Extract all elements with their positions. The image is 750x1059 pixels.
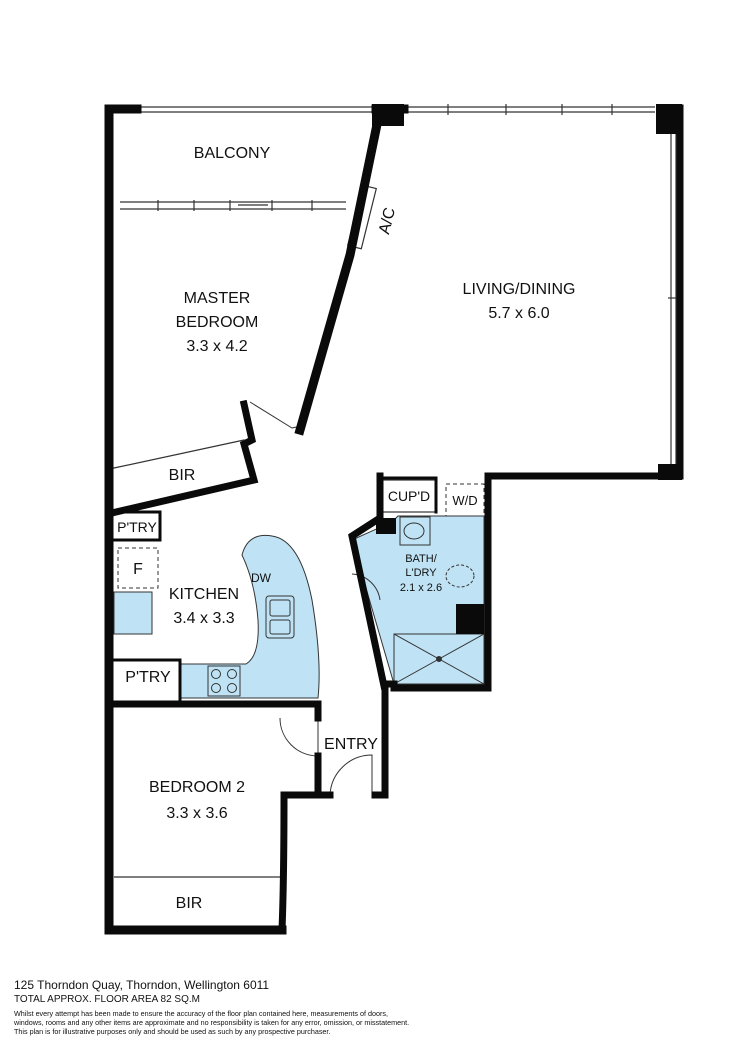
kitchen-island	[179, 534, 320, 699]
disclaimer-line-1: Whilst every attempt has been made to en…	[14, 1009, 388, 1018]
kitchen-counter-left	[113, 591, 153, 635]
toilet	[445, 564, 475, 588]
vanity	[399, 516, 431, 546]
cooktop	[207, 665, 241, 697]
sink	[265, 595, 295, 639]
label-pantry-top: P'TRY	[117, 519, 157, 535]
angled-wall	[294, 104, 386, 436]
bed2-curved-wall	[278, 791, 334, 934]
total-floor-area: TOTAL APPROX. FLOOR AREA 82 SQ.M	[14, 994, 200, 1005]
address: 125 Thorndon Quay, Thorndon, Wellington …	[14, 978, 270, 992]
label-ac: A/C	[376, 206, 399, 236]
bath-door	[351, 573, 381, 601]
bath-inner-wall	[348, 472, 389, 691]
master-bir-wall	[111, 399, 259, 517]
wet-areas	[113, 515, 485, 699]
outer-wall-left	[104, 104, 287, 935]
label-dw: DW	[251, 571, 272, 585]
disclaimer-line-2: windows, rooms and any other items are a…	[14, 1018, 410, 1027]
label-bath-dims: 2.1 x 2.6	[400, 582, 442, 594]
bath-column	[456, 604, 484, 634]
label-kitchen-dims: 3.4 x 3.3	[173, 610, 234, 627]
label-master-2: BEDROOM	[176, 314, 259, 331]
master-door	[249, 401, 301, 429]
plan-footer: 125 Thorndon Quay, Thorndon, Wellington …	[14, 978, 736, 1036]
label-fridge: F	[133, 561, 143, 578]
label-pantry-bottom: P'TRY	[125, 669, 171, 686]
bed2-door	[279, 717, 319, 757]
floor-plan: BALCONY A/C MASTER BEDROOM 3.3 x 4.2 LIV…	[104, 104, 684, 935]
label-bath-1: BATH/	[405, 553, 438, 565]
bath-laundry-floor	[351, 515, 485, 685]
label-living-dims: 5.7 x 6.0	[488, 305, 549, 322]
label-master-1: MASTER	[184, 290, 251, 307]
label-cupd: CUP'D	[388, 488, 430, 504]
label-wd: W/D	[452, 493, 477, 508]
shower	[393, 633, 485, 685]
label-entry: ENTRY	[324, 736, 378, 753]
label-bed2: BEDROOM 2	[149, 779, 245, 796]
entry-wall-right	[371, 680, 398, 799]
label-bir-bed2: BIR	[176, 895, 203, 912]
kitchen-fixtures	[117, 547, 295, 697]
kitchen-pantry-wall	[112, 658, 182, 702]
bed2-top-wall	[110, 700, 322, 722]
bath-fixtures	[393, 483, 485, 685]
label-living: LIVING/DINING	[463, 281, 576, 298]
label-balcony: BALCONY	[194, 145, 271, 162]
label-bir-master: BIR	[169, 467, 196, 484]
disclaimer-line-3: This plan is for illustrative purposes o…	[14, 1027, 331, 1036]
fridge-space	[117, 547, 159, 589]
label-bath-2: L'DRY	[405, 567, 437, 579]
label-bed2-dims: 3.3 x 3.6	[166, 805, 227, 822]
label-master-dims: 3.3 x 4.2	[186, 338, 247, 355]
front-door	[329, 754, 373, 796]
walls	[104, 104, 684, 935]
pantry-top-wall	[112, 510, 162, 542]
label-kitchen: KITCHEN	[169, 586, 239, 603]
